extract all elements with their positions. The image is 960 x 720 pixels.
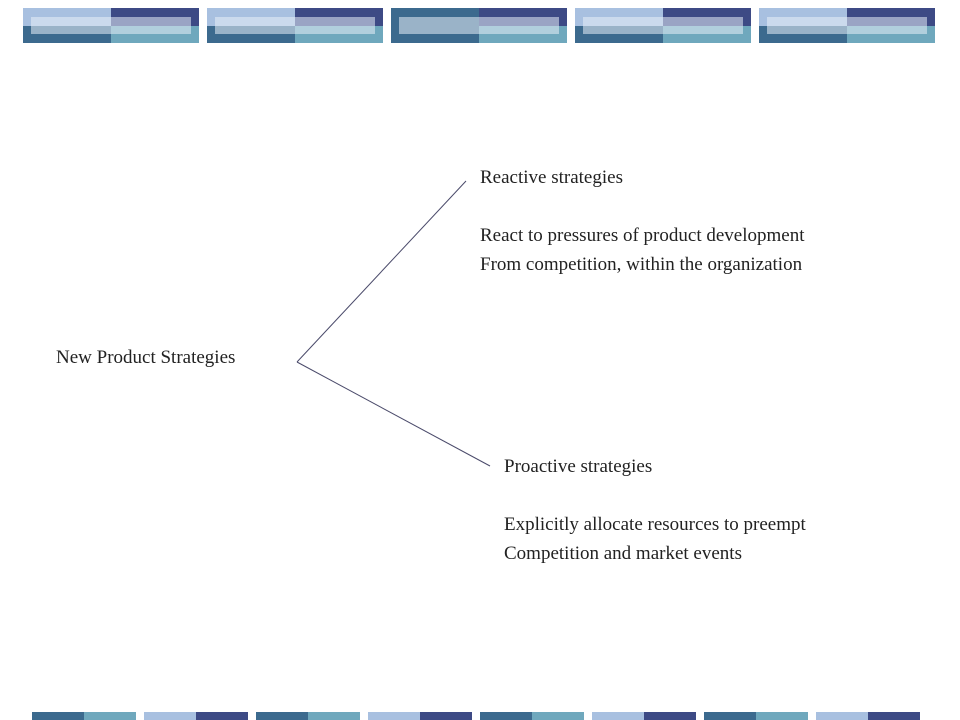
branch-proactive: Proactive strategies Explicitly allocate… [504,452,806,568]
branch-line: Explicitly allocate resources to preempt [504,514,806,535]
root-node-label: New Product Strategies [56,347,236,368]
branch-title: Proactive strategies [504,456,653,477]
branch-line: Competition and market events [504,543,742,564]
branch-title: Reactive strategies [480,167,623,188]
bottom-decorative-bar [0,712,960,720]
banner-tile [391,8,567,43]
branch-line: React to pressures of product developmen… [480,225,805,246]
connector-line-reactive [296,180,467,363]
banner-tile [575,8,751,43]
banner-tile [23,8,199,43]
banner-tile [207,8,383,43]
branch-reactive: Reactive strategies React to pressures o… [480,163,804,279]
connector-line-proactive [296,361,491,467]
branch-line: From competition, within the organizatio… [480,254,803,275]
banner-tile [759,8,935,43]
top-decorative-banner [0,0,960,50]
